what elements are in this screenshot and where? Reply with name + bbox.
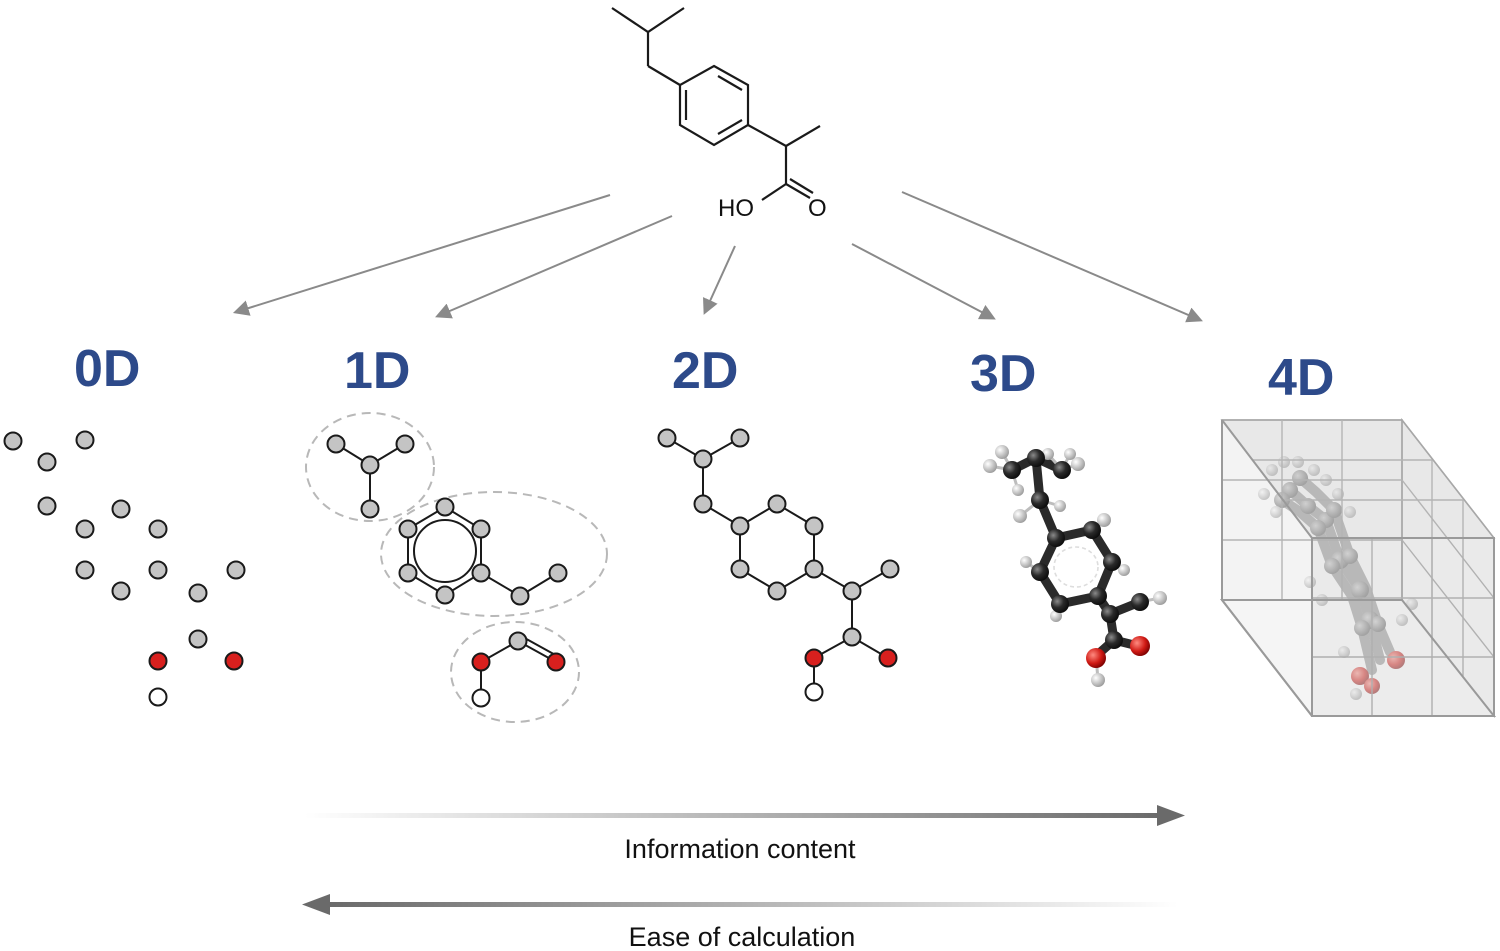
- arrow-to-0d: [232, 194, 611, 316]
- label-1d: 1D: [344, 342, 410, 400]
- label-0d: 0D: [74, 340, 140, 398]
- arrow-to-4d: [901, 191, 1203, 323]
- arrow-to-1d: [435, 215, 673, 319]
- information-content-label: Information content: [624, 834, 856, 864]
- arrow-to-2d: [703, 245, 736, 315]
- carbonyl-oxygen-label: O: [808, 195, 827, 222]
- label-3d: 3D: [970, 345, 1036, 403]
- label-4d: 4D: [1268, 349, 1334, 407]
- information-content-axis: [305, 805, 1185, 826]
- fan-arrows: [232, 191, 1203, 323]
- fragment-benzyl-outline: [380, 491, 608, 617]
- arrow-to-3d: [851, 243, 996, 320]
- hydroxyl-label: HO: [718, 195, 754, 222]
- ease-of-calculation-axis: [302, 894, 1178, 915]
- fragments-1d: [305, 412, 608, 723]
- label-2d: 2D: [672, 342, 738, 400]
- ibuprofen-skeletal-formula: [611, 7, 821, 201]
- ease-of-calculation-label: Ease of calculation: [629, 922, 856, 951]
- fragment-isopropyl-outline: [305, 412, 435, 522]
- graph-2d: [657, 428, 900, 702]
- fragment-carboxyl-outline: [450, 621, 580, 723]
- ball-and-stick-icon: [983, 445, 1167, 687]
- grid-box-icon: [1219, 417, 1497, 719]
- atoms-0d: [3, 430, 246, 707]
